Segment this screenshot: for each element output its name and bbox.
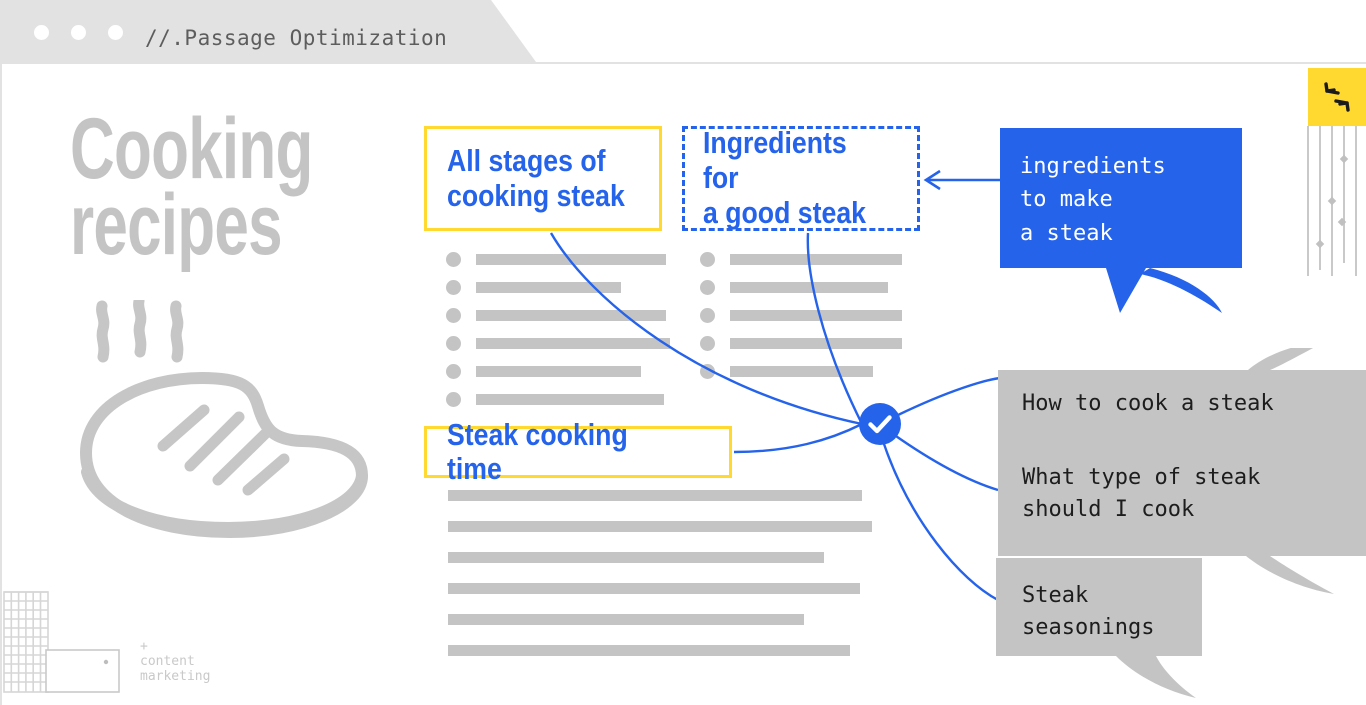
- logo-mark: [3, 591, 120, 693]
- window-title: //.Passage Optimization: [145, 26, 448, 50]
- yellow-badge: [1308, 68, 1366, 126]
- paragraph-line-bar: [448, 490, 862, 501]
- list-item: [700, 245, 902, 273]
- bullet-dot-icon: [700, 363, 715, 379]
- bubble-shape-gray-1: [998, 340, 1366, 466]
- list-item: [446, 301, 670, 329]
- heading-steak-cooking-time-label: Steak cooking time: [447, 416, 628, 486]
- list-item-bar: [730, 365, 873, 377]
- vertical-lines-decor-icon: [1307, 126, 1357, 276]
- paragraph-line: [448, 490, 872, 521]
- logo-wordmark: + content marketing: [140, 639, 211, 684]
- bullet-dot-icon: [700, 307, 715, 323]
- paragraph-line-bar: [448, 645, 850, 656]
- bubble-shape-gray-3: [996, 558, 1202, 698]
- bullet-dot-icon: [446, 335, 461, 351]
- close-dot-icon[interactable]: [34, 25, 49, 40]
- list-item-bar: [730, 309, 902, 321]
- list-item: [700, 273, 902, 301]
- bubble-shape-gray-2: [998, 446, 1366, 594]
- paragraph-placeholder: [448, 490, 872, 676]
- window-titlebar: //.Passage Optimization: [0, 0, 540, 62]
- heading-steak-cooking-time[interactable]: Steak cooking time: [424, 417, 732, 486]
- heading-all-stages-label: All stages of cooking steak: [447, 142, 625, 213]
- list-item-bar: [476, 281, 621, 293]
- bullet-dot-icon: [446, 279, 461, 295]
- list-item-bar: [476, 393, 664, 405]
- list-item: [700, 301, 902, 329]
- list-item: [446, 273, 670, 301]
- callout-gray-1-text: How to cook a steak: [1022, 391, 1274, 416]
- list-item: [700, 329, 902, 357]
- bubble-shape-blue: [1000, 128, 1242, 313]
- list-item: [446, 357, 670, 385]
- maximize-dot-icon[interactable]: [108, 25, 123, 40]
- steak-illustration-icon: [80, 300, 368, 538]
- expand-arrows-icon: [1324, 82, 1350, 112]
- paragraph-line: [448, 645, 872, 676]
- list-item-bar: [730, 281, 888, 293]
- list-item: [446, 245, 670, 273]
- list-item: [446, 385, 670, 413]
- bullet-list-left: [446, 245, 670, 413]
- paragraph-line-bar: [448, 614, 804, 625]
- list-item-bar: [476, 309, 666, 321]
- list-item-bar: [476, 253, 666, 265]
- callout-ingredients-to-make-a-steak[interactable]: ingredients to make a steak: [1000, 128, 1242, 313]
- grid-pattern-icon: [3, 591, 49, 693]
- titlebar-shape: [0, 0, 536, 62]
- callout-gray-3-text: Steak seasonings: [1022, 583, 1155, 640]
- paragraph-line-bar: [448, 552, 824, 563]
- bullet-dot-icon: [446, 363, 461, 379]
- bullet-dot-icon: [700, 335, 715, 351]
- paragraph-line-bar: [448, 583, 860, 594]
- bullet-dot-icon: [700, 251, 715, 267]
- bullet-dot-icon: [700, 279, 715, 295]
- window-controls[interactable]: [34, 25, 123, 40]
- list-item-bar: [730, 337, 902, 349]
- paragraph-line: [448, 521, 872, 552]
- bullet-dot-icon: [446, 391, 461, 407]
- minimize-dot-icon[interactable]: [71, 25, 86, 40]
- paragraph-line: [448, 552, 872, 583]
- list-item-bar: [476, 365, 641, 377]
- paragraph-line: [448, 614, 872, 645]
- callout-what-type-of-steak[interactable]: What type of steak should I cook: [998, 446, 1366, 606]
- list-item-bar: [730, 253, 902, 265]
- paragraph-line: [448, 583, 872, 614]
- page-title: Cooking recipes: [70, 101, 313, 273]
- callout-steak-seasonings[interactable]: Steak seasonings: [996, 558, 1326, 698]
- callout-how-to-cook-a-steak[interactable]: How to cook a steak: [998, 340, 1366, 478]
- heading-ingredients[interactable]: Ingredients for a good steak: [682, 126, 920, 231]
- paragraph-line-bar: [448, 521, 872, 532]
- list-item: [446, 329, 670, 357]
- list-item: [700, 357, 902, 385]
- heading-all-stages[interactable]: All stages of cooking steak: [424, 126, 662, 231]
- callout-gray-2-text: What type of steak should I cook: [1022, 465, 1261, 522]
- list-item-bar: [476, 337, 670, 349]
- bullet-list-right: [700, 245, 902, 385]
- check-circle-icon[interactable]: [858, 402, 902, 446]
- bullet-dot-icon: [446, 251, 461, 267]
- callout-blue-text: ingredients to make a steak: [1020, 154, 1166, 246]
- heading-ingredients-label: Ingredients for a good steak: [703, 125, 866, 230]
- bullet-dot-icon: [446, 307, 461, 323]
- logo-frame-icon: [45, 649, 120, 693]
